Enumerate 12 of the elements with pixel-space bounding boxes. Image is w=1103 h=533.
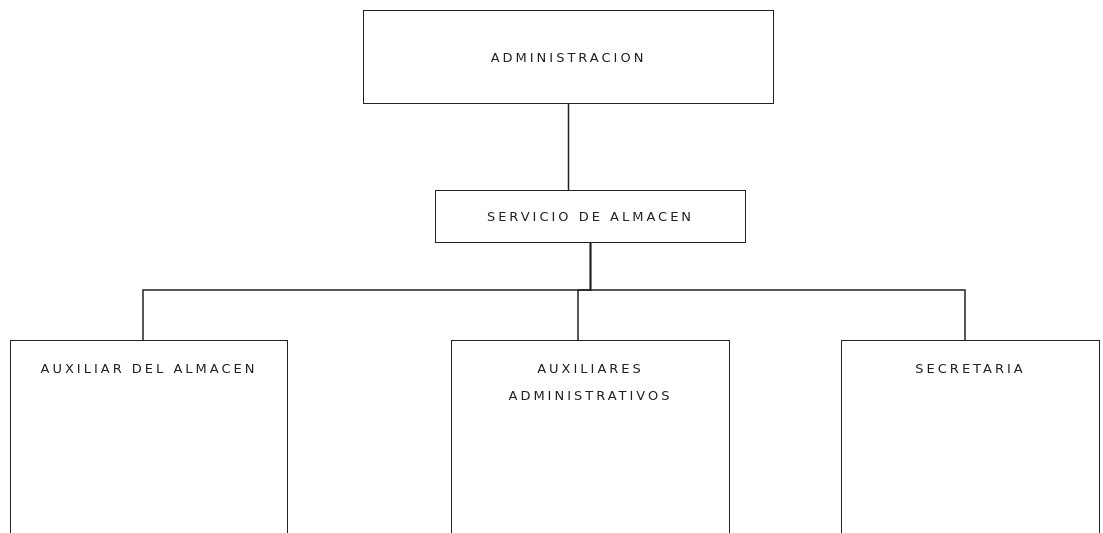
org-box [451,340,730,533]
box-label: SERVICIO DE ALMACEN [486,208,695,226]
org-box [10,340,288,533]
org-box [435,190,746,243]
box-label: ADMINISTRACION [490,48,647,67]
box-label: SECRETARIA [915,360,1026,378]
connector-line [589,242,966,341]
org-box [363,10,774,104]
box-label: AUXILIAR DEL ALMACEN [40,360,258,378]
box-label: AUXILIARES ADMINISTRATIVOS [507,360,674,405]
org-box [841,340,1100,533]
connector-line [567,103,570,191]
